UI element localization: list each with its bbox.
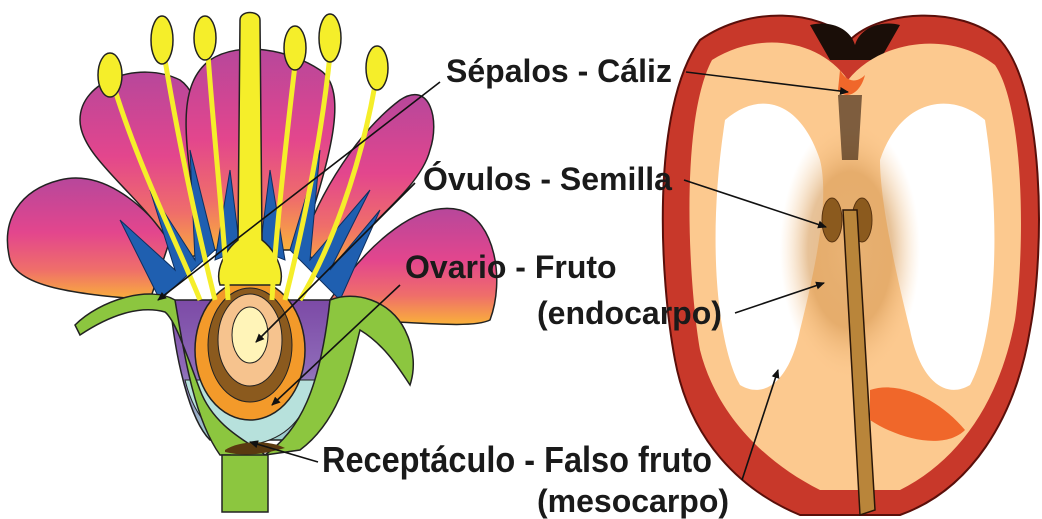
label-receptaculo: Receptáculo - Falso fruto <box>322 439 712 480</box>
label-endocarpo: (endocarpo) <box>537 295 722 331</box>
stem <box>222 455 268 512</box>
label-ovario: Ovario - Fruto <box>405 249 617 285</box>
apple <box>663 16 1039 515</box>
label-sepalos: Sépalos - Cáliz <box>446 53 672 89</box>
label-ovulos: Óvulos - Semilla <box>423 161 672 197</box>
apple-top-dark <box>838 95 862 160</box>
label-mesocarpo: (mesocarpo) <box>537 483 729 519</box>
apple-seed-left <box>822 198 842 242</box>
